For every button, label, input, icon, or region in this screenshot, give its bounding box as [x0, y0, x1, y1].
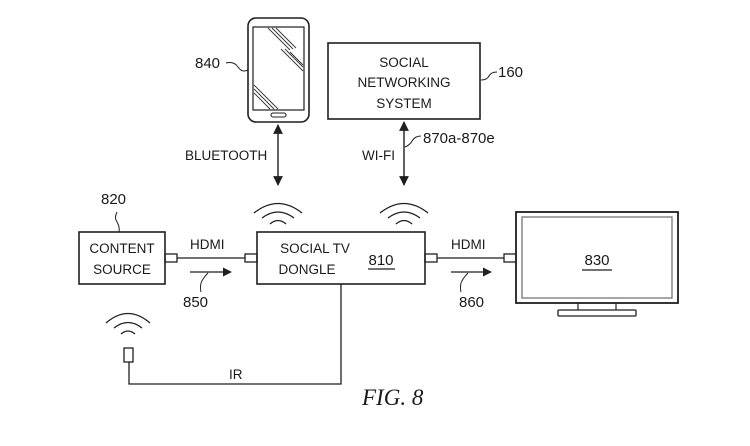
ir-link: IR — [105, 284, 342, 385]
hdmi-connector-source — [164, 253, 178, 263]
social-networking-system-box — [327, 42, 481, 120]
wifi-link: WI-FI 870a-870e — [362, 121, 495, 225]
social-networking-ref-label: 160 — [498, 64, 523, 81]
hdmi-connector-dongle-out — [424, 253, 438, 263]
hdmi-connector-dongle-in — [244, 253, 258, 263]
dongle-bluetooth-wireless-icon — [253, 202, 303, 225]
hdmi-in-link: HDMI 850 — [164, 237, 258, 311]
wifi-label: WI-FI — [362, 148, 395, 163]
social-networking-line-3: SYSTEM — [376, 96, 432, 111]
ir-emitter-icon — [123, 347, 134, 363]
hdmi-out-ref-label: 860 — [459, 294, 484, 311]
hdmi-connector-tv — [503, 253, 517, 263]
hdmi-in-label: HDMI — [190, 237, 225, 252]
wifi-ref-label: 870a-870e — [423, 130, 495, 147]
dongle-node: SOCIAL TV DONGLE 810 — [256, 231, 426, 285]
bluetooth-label: BLUETOOTH — [185, 148, 267, 163]
tv-ref-label: 830 — [584, 252, 609, 269]
ir-wireless-icon — [105, 312, 151, 335]
television-icon — [515, 211, 679, 317]
social-networking-line-2: NETWORKING — [358, 75, 451, 90]
hdmi-out-label: HDMI — [451, 237, 486, 252]
phone-ref-label: 840 — [195, 55, 220, 72]
content-source-line-2: SOURCE — [93, 262, 151, 277]
bluetooth-link: BLUETOOTH — [185, 124, 303, 225]
smartphone-node: 840 — [195, 17, 310, 123]
content-source-line-1: CONTENT — [89, 241, 154, 256]
ir-label: IR — [229, 367, 243, 382]
figure-caption: FIG. 8 — [361, 385, 424, 410]
social-networking-system-node: SOCIAL NETWORKING SYSTEM 160 — [327, 42, 523, 120]
dongle-ref-label: 810 — [368, 252, 393, 269]
hdmi-out-link: HDMI 860 — [424, 237, 517, 311]
tv-node: 830 — [515, 211, 679, 317]
smartphone-icon — [247, 17, 310, 123]
hdmi-in-ref-label: 850 — [183, 294, 208, 311]
social-networking-line-1: SOCIAL — [379, 55, 429, 70]
dongle-wifi-wireless-icon — [379, 202, 429, 225]
dongle-line-2: DONGLE — [278, 262, 335, 277]
dongle-line-1: SOCIAL TV — [280, 241, 350, 256]
content-source-ref-label: 820 — [101, 191, 126, 208]
content-source-node: 820 CONTENT SOURCE — [78, 191, 166, 285]
ir-cable — [128, 284, 342, 385]
